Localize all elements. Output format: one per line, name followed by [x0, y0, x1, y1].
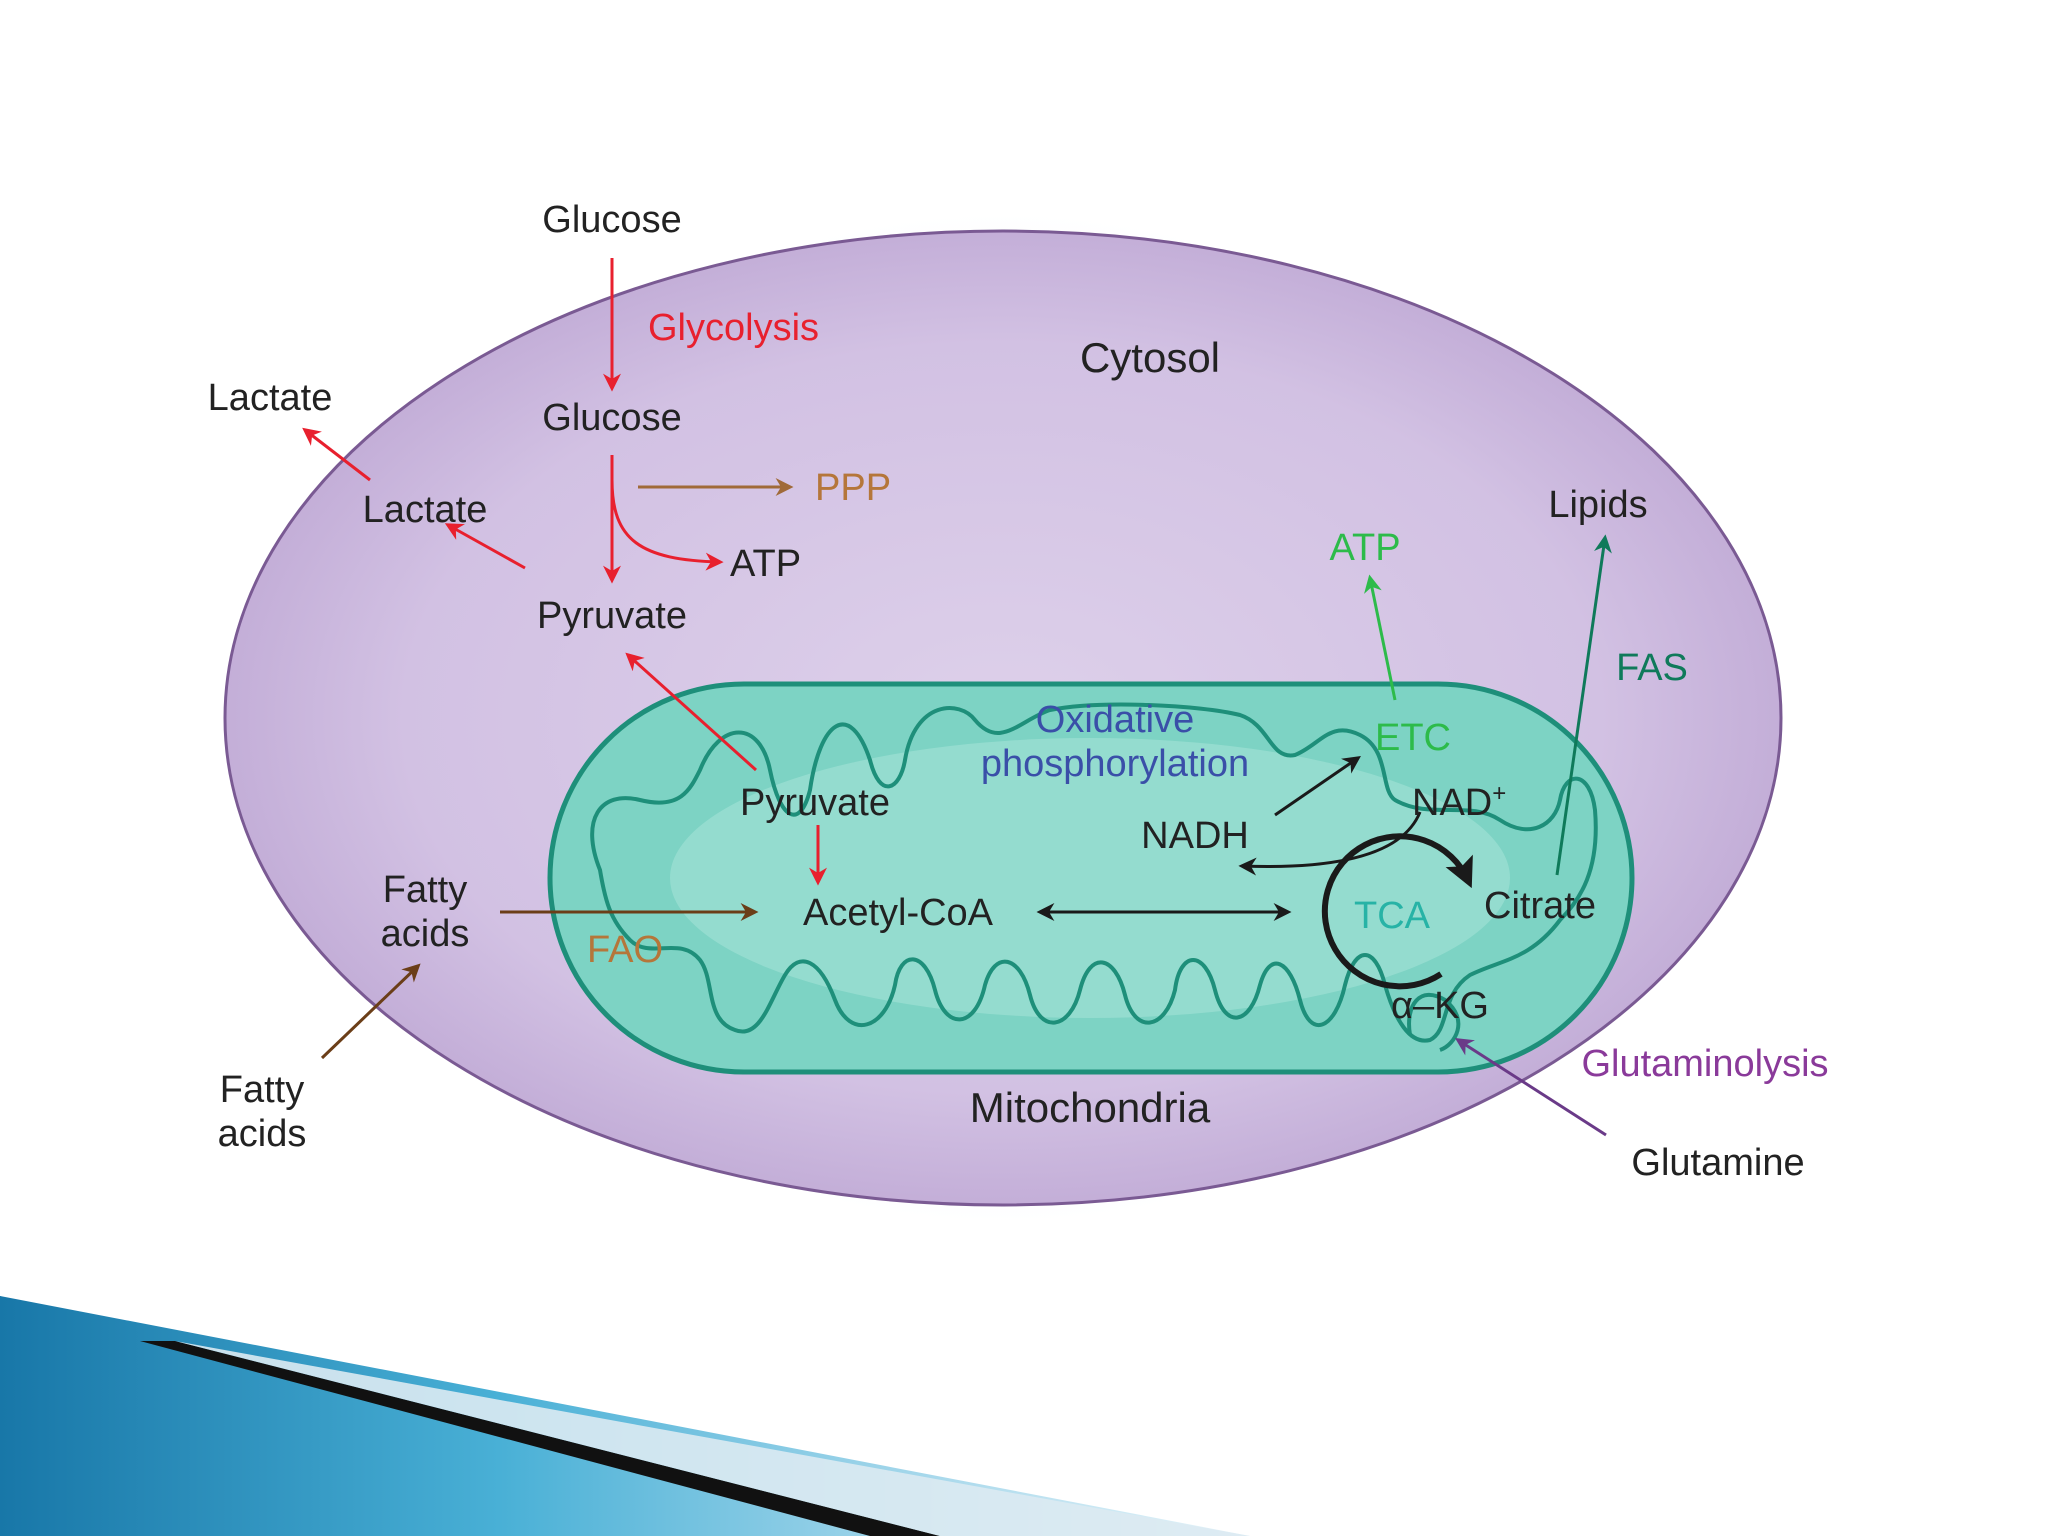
label-glutaminolysis: Glutaminolysis — [1581, 1043, 1828, 1085]
label-glucose-inside: Glucose — [542, 397, 681, 439]
label-glycolysis: Glycolysis — [648, 307, 819, 349]
nad-plus-base: NAD — [1412, 782, 1492, 824]
label-atp-etc: ATP — [1329, 527, 1400, 569]
atp-etc-arrow — [1364, 574, 1397, 701]
tca-cycle — [1321, 833, 1473, 990]
label-atp-glycolysis: ATP — [730, 543, 801, 585]
label-cytosol: Cytosol — [1080, 334, 1220, 381]
label-lipids: Lipids — [1548, 484, 1647, 526]
label-pyruvate-mito: Pyruvate — [740, 782, 890, 824]
label-lactate-outside: Lactate — [208, 377, 333, 419]
label-nad-plus: NAD+ — [1412, 780, 1506, 824]
label-mitochondria: Mitochondria — [970, 1084, 1211, 1131]
glutaminolysis-arrow — [1454, 1038, 1607, 1137]
label-fatty-acids-outside-1: Fatty — [220, 1069, 304, 1111]
nad-nadh-arrow — [1238, 811, 1422, 876]
label-lactate-inside: Lactate — [363, 489, 488, 531]
label-etc: ETC — [1375, 717, 1451, 759]
label-tca: TCA — [1354, 895, 1431, 937]
glycolysis-arrows — [302, 258, 827, 886]
fas-arrow — [1555, 534, 1612, 876]
label-glucose-outside: Glucose — [542, 199, 681, 241]
label-fao: FAO — [587, 929, 663, 971]
label-citrate: Citrate — [1484, 885, 1596, 927]
label-fatty-acids-inside-2: acids — [381, 913, 470, 955]
label-acetyl-coa: Acetyl-CoA — [803, 892, 994, 934]
label-alpha-kg: α–KG — [1391, 985, 1489, 1027]
label-fas: FAS — [1616, 647, 1688, 689]
label-pyruvate-cytosol: Pyruvate — [537, 595, 687, 637]
slide-banner — [0, 1296, 1250, 1536]
inner-membrane-cristae — [590, 702, 1598, 1043]
label-fatty-acids-outside-2: acids — [218, 1113, 307, 1155]
label-nadh: NADH — [1141, 815, 1249, 857]
label-glutamine: Glutamine — [1631, 1142, 1804, 1184]
label-oxphos-line2: phosphorylation — [981, 743, 1249, 785]
fatty-acid-uptake-arrow — [320, 963, 421, 1060]
label-fatty-acids-inside-1: Fatty — [383, 869, 467, 911]
nadh-etc-arrow — [1274, 755, 1361, 817]
label-ppp: PPP — [815, 467, 891, 509]
label-oxphos-line1: Oxidative — [1036, 699, 1194, 741]
nad-plus-superscript: + — [1492, 780, 1506, 807]
